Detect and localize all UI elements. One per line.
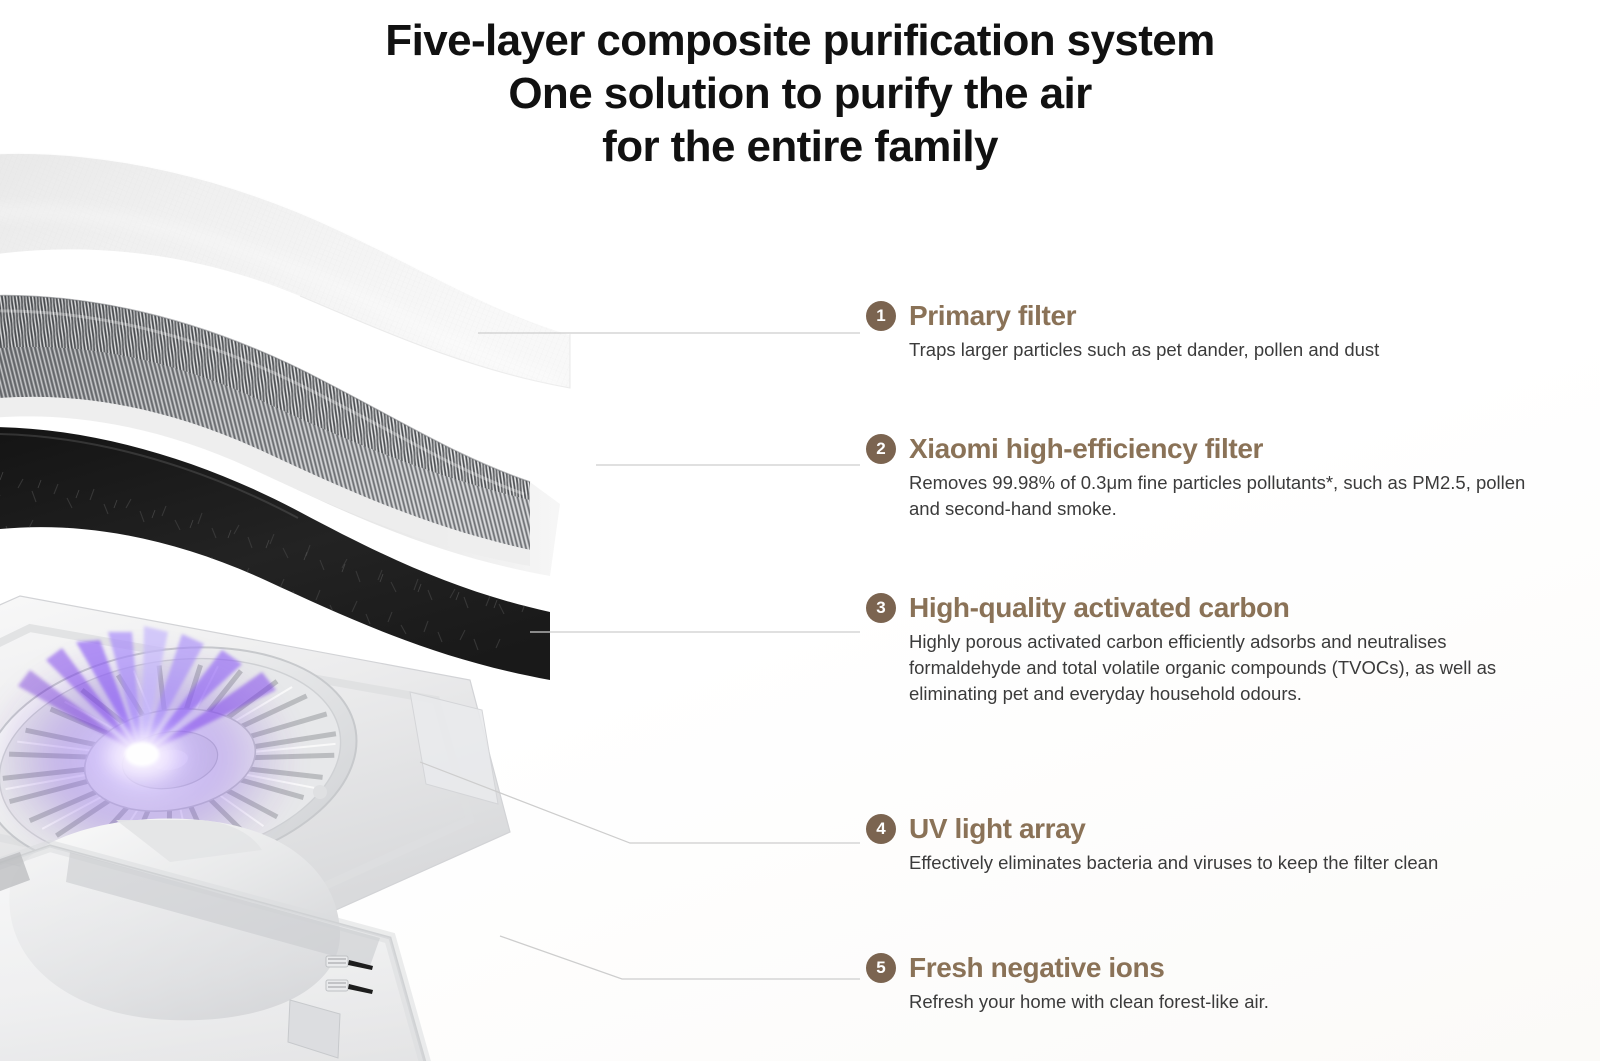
feature-heading: 1 Primary filter	[866, 300, 1546, 332]
feature-number-badge: 4	[866, 814, 896, 844]
feature-title: Fresh negative ions	[909, 952, 1165, 983]
headline-line-1: Five-layer composite purification system	[385, 16, 1215, 65]
base-with-ion-emitters	[0, 818, 431, 1061]
headline-line-2: One solution to purify the air	[508, 69, 1092, 118]
feature-title: High-quality activated carbon	[909, 592, 1290, 623]
headline-line-3: for the entire family	[602, 122, 998, 171]
product-svg	[0, 151, 571, 1061]
feature-heading: 2 Xiaomi high-efficiency filter	[866, 433, 1546, 465]
feature-number-badge: 1	[866, 301, 896, 331]
feature-item-negative-ions: 5 Fresh negative ions Refresh your home …	[866, 952, 1546, 1015]
feature-title: Xiaomi high-efficiency filter	[909, 433, 1264, 464]
feature-description: Effectively eliminates bacteria and viru…	[909, 852, 1439, 873]
page-title: Five-layer composite purification system…	[0, 14, 1600, 173]
feature-title: UV light array	[909, 813, 1086, 844]
feature-number-badge: 2	[866, 434, 896, 464]
ion-emitter-pins	[325, 955, 373, 994]
feature-item-uv-light-array: 4 UV light array Effectively eliminates …	[866, 813, 1546, 876]
feature-item-primary-filter: 1 Primary filter Traps larger particles …	[866, 300, 1546, 363]
exploded-product-illustration	[0, 120, 690, 1061]
feature-number-badge: 3	[866, 593, 896, 623]
feature-description: Traps larger particles such as pet dande…	[909, 339, 1380, 360]
feature-heading: 5 Fresh negative ions	[866, 952, 1546, 984]
feature-item-activated-carbon: 3 High-quality activated carbon Highly p…	[866, 592, 1546, 707]
feature-item-high-efficiency-filter: 2 Xiaomi high-efficiency filter Removes …	[866, 433, 1546, 522]
feature-description: Refresh your home with clean forest-like…	[909, 991, 1269, 1012]
feature-description: Highly porous activated carbon efficient…	[909, 631, 1497, 704]
feature-heading: 3 High-quality activated carbon	[866, 592, 1546, 624]
feature-description: Removes 99.98% of 0.3μm fine particles p…	[909, 472, 1526, 519]
uv-glow	[0, 626, 292, 866]
feature-heading: 4 UV light array	[866, 813, 1546, 845]
feature-title: Primary filter	[909, 300, 1077, 331]
feature-number-badge: 5	[866, 953, 896, 983]
